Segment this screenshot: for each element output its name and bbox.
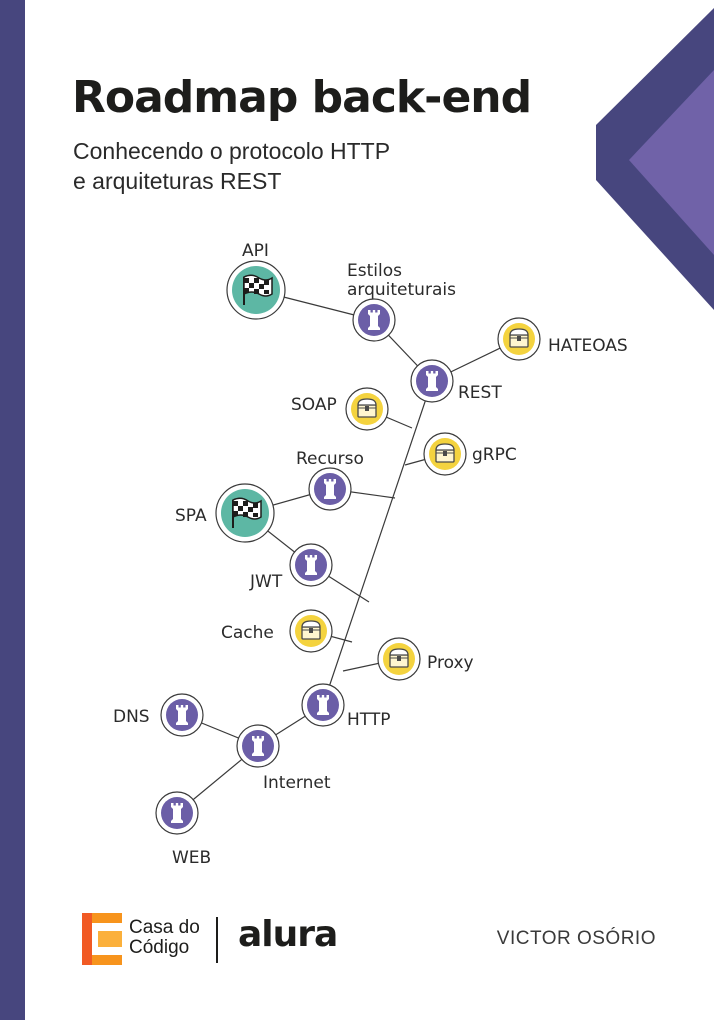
book-subtitle: Conhecendo o protocolo HTTP e arquitetur… xyxy=(73,136,390,196)
roadmap-label-proxy: Proxy xyxy=(427,653,474,673)
estilos-label-line-1: Estilos xyxy=(347,261,402,281)
roadmap-node-estilos: Estilos arquiteturais xyxy=(347,261,456,342)
treasure-chest-icon xyxy=(357,398,377,418)
roadmap-label-soap: SOAP xyxy=(291,395,337,415)
publisher-line-1: Casa do xyxy=(129,917,200,938)
treasure-chest-icon xyxy=(389,648,409,668)
roadmap-node-hateoas: HATEOAS xyxy=(497,317,628,361)
roadmap-node-jwt: JWT xyxy=(249,543,333,592)
roadmap-node-grpc: gRPC xyxy=(423,432,517,476)
roadmap-label-spa: SPA xyxy=(175,506,207,526)
roadmap-node-recurso: Recurso xyxy=(296,449,364,511)
roadmap-label-api: API xyxy=(242,241,269,261)
casa-do-codigo-logo-icon xyxy=(82,913,122,965)
roadmap-diagram: WEB Internet DNS HTTP Proxy xyxy=(113,241,628,868)
roadmap-label-estilos: Estilos arquiteturais xyxy=(347,261,456,300)
treasure-chest-icon xyxy=(509,328,529,348)
roadmap-node-rest: REST xyxy=(410,359,502,403)
cover-spine-band xyxy=(0,0,25,1020)
roadmap-node-internet: Internet xyxy=(236,724,331,793)
roadmap-node-web: WEB xyxy=(155,791,211,868)
roadmap-label-grpc: gRPC xyxy=(472,445,517,465)
corner-chevron-decoration xyxy=(596,8,714,310)
roadmap-connectors xyxy=(176,289,520,814)
roadmap-node-http: HTTP xyxy=(301,683,391,730)
publisher-name: Casa do Código xyxy=(129,918,200,958)
roadmap-label-internet: Internet xyxy=(263,773,331,793)
roadmap-label-recurso: Recurso xyxy=(296,449,364,469)
treasure-chest-icon xyxy=(435,443,455,463)
roadmap-node-soap: SOAP xyxy=(291,387,389,431)
subtitle-line-1: Conhecendo o protocolo HTTP xyxy=(73,138,391,164)
roadmap-node-spa: SPA xyxy=(175,483,275,543)
roadmap-label-hateoas: HATEOAS xyxy=(548,336,628,356)
book-title: Roadmap back-end xyxy=(72,72,532,123)
roadmap-node-api: API xyxy=(226,241,286,320)
treasure-chest-icon xyxy=(301,620,321,640)
roadmap-label-cache: Cache xyxy=(221,623,274,643)
roadmap-label-rest: REST xyxy=(458,383,502,403)
author-name: VICTOR OSÓRIO xyxy=(496,928,656,949)
cover-footer: Casa do Código alura VICTOR OSÓRIO xyxy=(0,905,714,975)
roadmap-node-cache: Cache xyxy=(221,609,333,653)
footer-divider xyxy=(216,917,218,963)
roadmap-label-jwt: JWT xyxy=(249,572,283,592)
subtitle-line-2: e arquiteturas REST xyxy=(73,168,282,194)
roadmap-node-dns: DNS xyxy=(113,693,204,737)
alura-logo-text: alura xyxy=(238,914,338,955)
roadmap-node-proxy: Proxy xyxy=(377,637,474,681)
roadmap-label-dns: DNS xyxy=(113,707,150,727)
roadmap-label-http: HTTP xyxy=(347,710,391,730)
roadmap-label-web: WEB xyxy=(172,848,211,868)
estilos-label-line-2: arquiteturais xyxy=(347,280,456,300)
publisher-line-2: Código xyxy=(129,937,190,958)
